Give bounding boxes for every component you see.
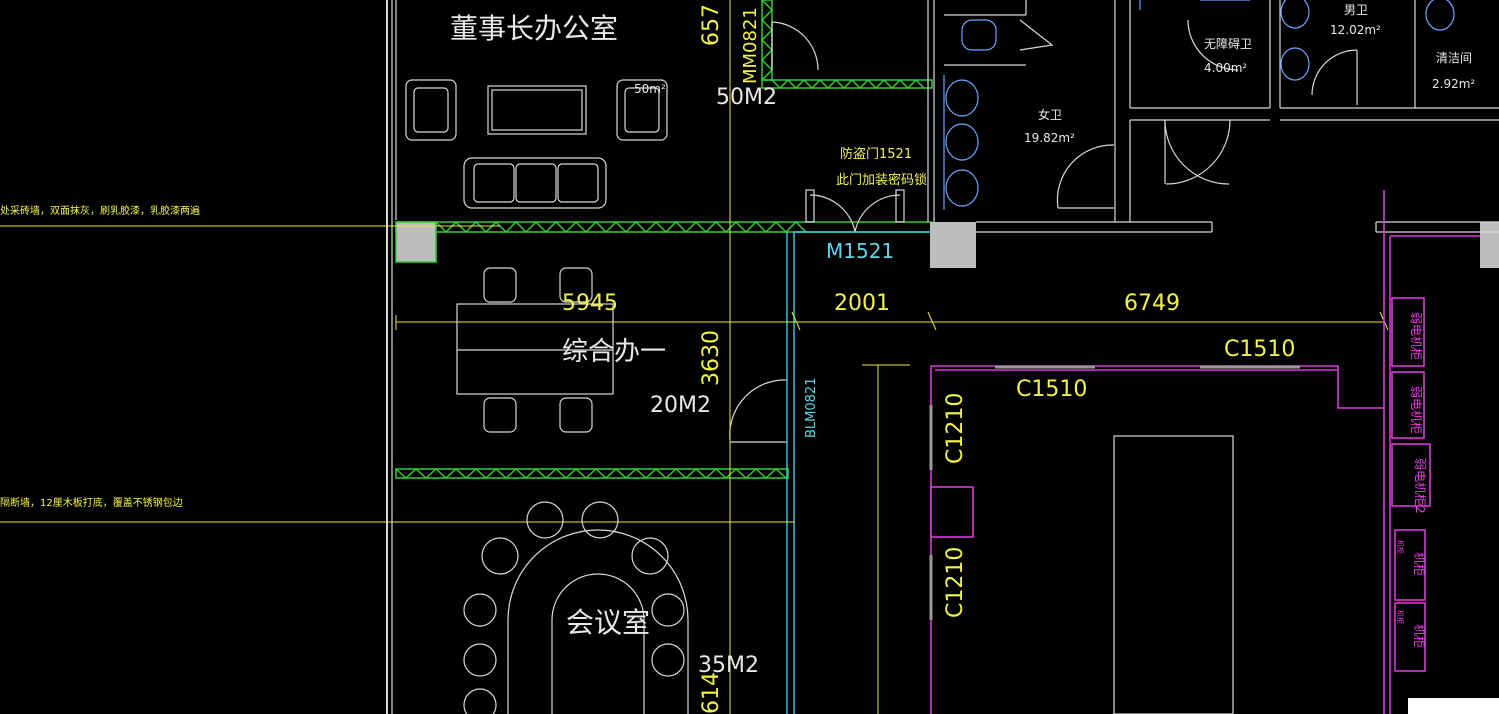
cabinet-label-2: 弱电机柜 — [1409, 386, 1423, 434]
meeting-table — [463, 501, 689, 714]
chairman-office-area: 50M2 — [716, 85, 777, 110]
dimension-lines — [0, 0, 1389, 714]
desk-and-chairs — [456, 267, 614, 433]
general-office-area: 20M2 — [650, 393, 711, 418]
security-door-note: 此门加装密码锁 — [836, 172, 927, 188]
meeting-room-area: 35M2 — [698, 653, 759, 678]
column-center — [930, 222, 976, 268]
note-partition-wall: 隔断墙，12厘木板打底，覆盖不锈钢包边 — [0, 496, 183, 509]
cabinet-label-4: 机柜 — [1412, 552, 1426, 576]
dimension-657: 657 — [699, 4, 724, 46]
room-labels: 董事长办公室 50m² 50M2 综合办一 20M2 会议室 35M2 女卫 1… — [450, 3, 1475, 678]
accessible-wc-area: 4.00m² — [1204, 61, 1247, 75]
dimension-2001: 2001 — [834, 291, 890, 316]
server-room-outline — [929, 190, 1480, 714]
female-wc-area: 19.82m² — [1024, 131, 1075, 145]
construction-notes: 处采砖墙，双面抹灰，刷乳胶漆，乳胶漆两遍 隔断墙，12厘木板打底，覆盖不锈钢包边 — [0, 204, 200, 509]
column-left — [395, 221, 437, 263]
cabinet-label-3: 弱电机柜2 — [1413, 458, 1427, 514]
bottom-right-block — [1408, 698, 1499, 714]
left-exterior-wall — [386, 0, 397, 714]
dimension-5945: 5945 — [562, 291, 618, 316]
window-c1510-lower: C1510 — [1016, 377, 1087, 402]
chairman-office-tag: 50m² — [634, 82, 666, 96]
cabinet-side-label-b: 机柜 — [1396, 610, 1405, 624]
female-wc-name: 女卫 — [1038, 107, 1062, 122]
cabinet-labels: 弱电机柜 弱电机柜 弱电机柜2 机柜 机柜 机柜 机柜 — [1396, 312, 1427, 648]
cabinet-label-1: 弱电机柜 — [1409, 312, 1423, 360]
dimension-614: 614 — [699, 672, 724, 714]
corridor-walls — [927, 0, 1499, 233]
general-office-name: 综合办一 — [562, 337, 666, 367]
office-furniture — [405, 79, 668, 209]
green-partition-top — [395, 220, 932, 234]
janitor-name: 清洁间 — [1436, 51, 1472, 65]
door-blm0821-label: BLM0821 — [804, 378, 819, 438]
security-door-label: 防盗门1521 — [840, 146, 912, 162]
toilet-fixtures — [943, 0, 1455, 210]
column-right — [1480, 222, 1499, 268]
chairman-office-name: 董事长办公室 — [450, 12, 618, 45]
male-wc-area: 12.02m² — [1330, 23, 1381, 37]
dimension-6749: 6749 — [1124, 291, 1180, 316]
cabinet-side-label-a: 机柜 — [1396, 540, 1405, 554]
door-mm0821-label: MM0821 — [740, 7, 761, 84]
male-wc-name: 男卫 — [1344, 3, 1368, 17]
dimension-labels: 5945 2001 6749 3630 657 614 — [562, 4, 1180, 714]
note-masonry-wall: 处采砖墙，双面抹灰，刷乳胶漆，乳胶漆两遍 — [0, 204, 200, 217]
cabinet-label-5: 机柜 — [1412, 624, 1426, 648]
green-partition-middle — [395, 467, 789, 480]
toilet-walls — [944, 0, 1499, 222]
janitor-area: 2.92m² — [1432, 77, 1475, 91]
dimension-3630: 3630 — [699, 330, 724, 386]
window-labels: C1510 C1510 C1210 C1210 — [943, 337, 1295, 618]
door-labels: MM0821 M1521 BLM0821 防盗门1521 此门加装密码锁 — [740, 7, 927, 438]
door-m1521-label: M1521 — [826, 239, 894, 263]
window-c1510-upper: C1510 — [1224, 337, 1295, 362]
server-rack-block — [1113, 435, 1234, 714]
green-partition-vertical — [760, 0, 933, 90]
window-c1210-lower: C1210 — [943, 547, 968, 618]
accessible-wc-name: 无障碍卫 — [1204, 36, 1252, 51]
meeting-room-name: 会议室 — [566, 606, 650, 639]
window-c1210-upper: C1210 — [943, 393, 968, 464]
cyan-partition — [786, 231, 931, 714]
